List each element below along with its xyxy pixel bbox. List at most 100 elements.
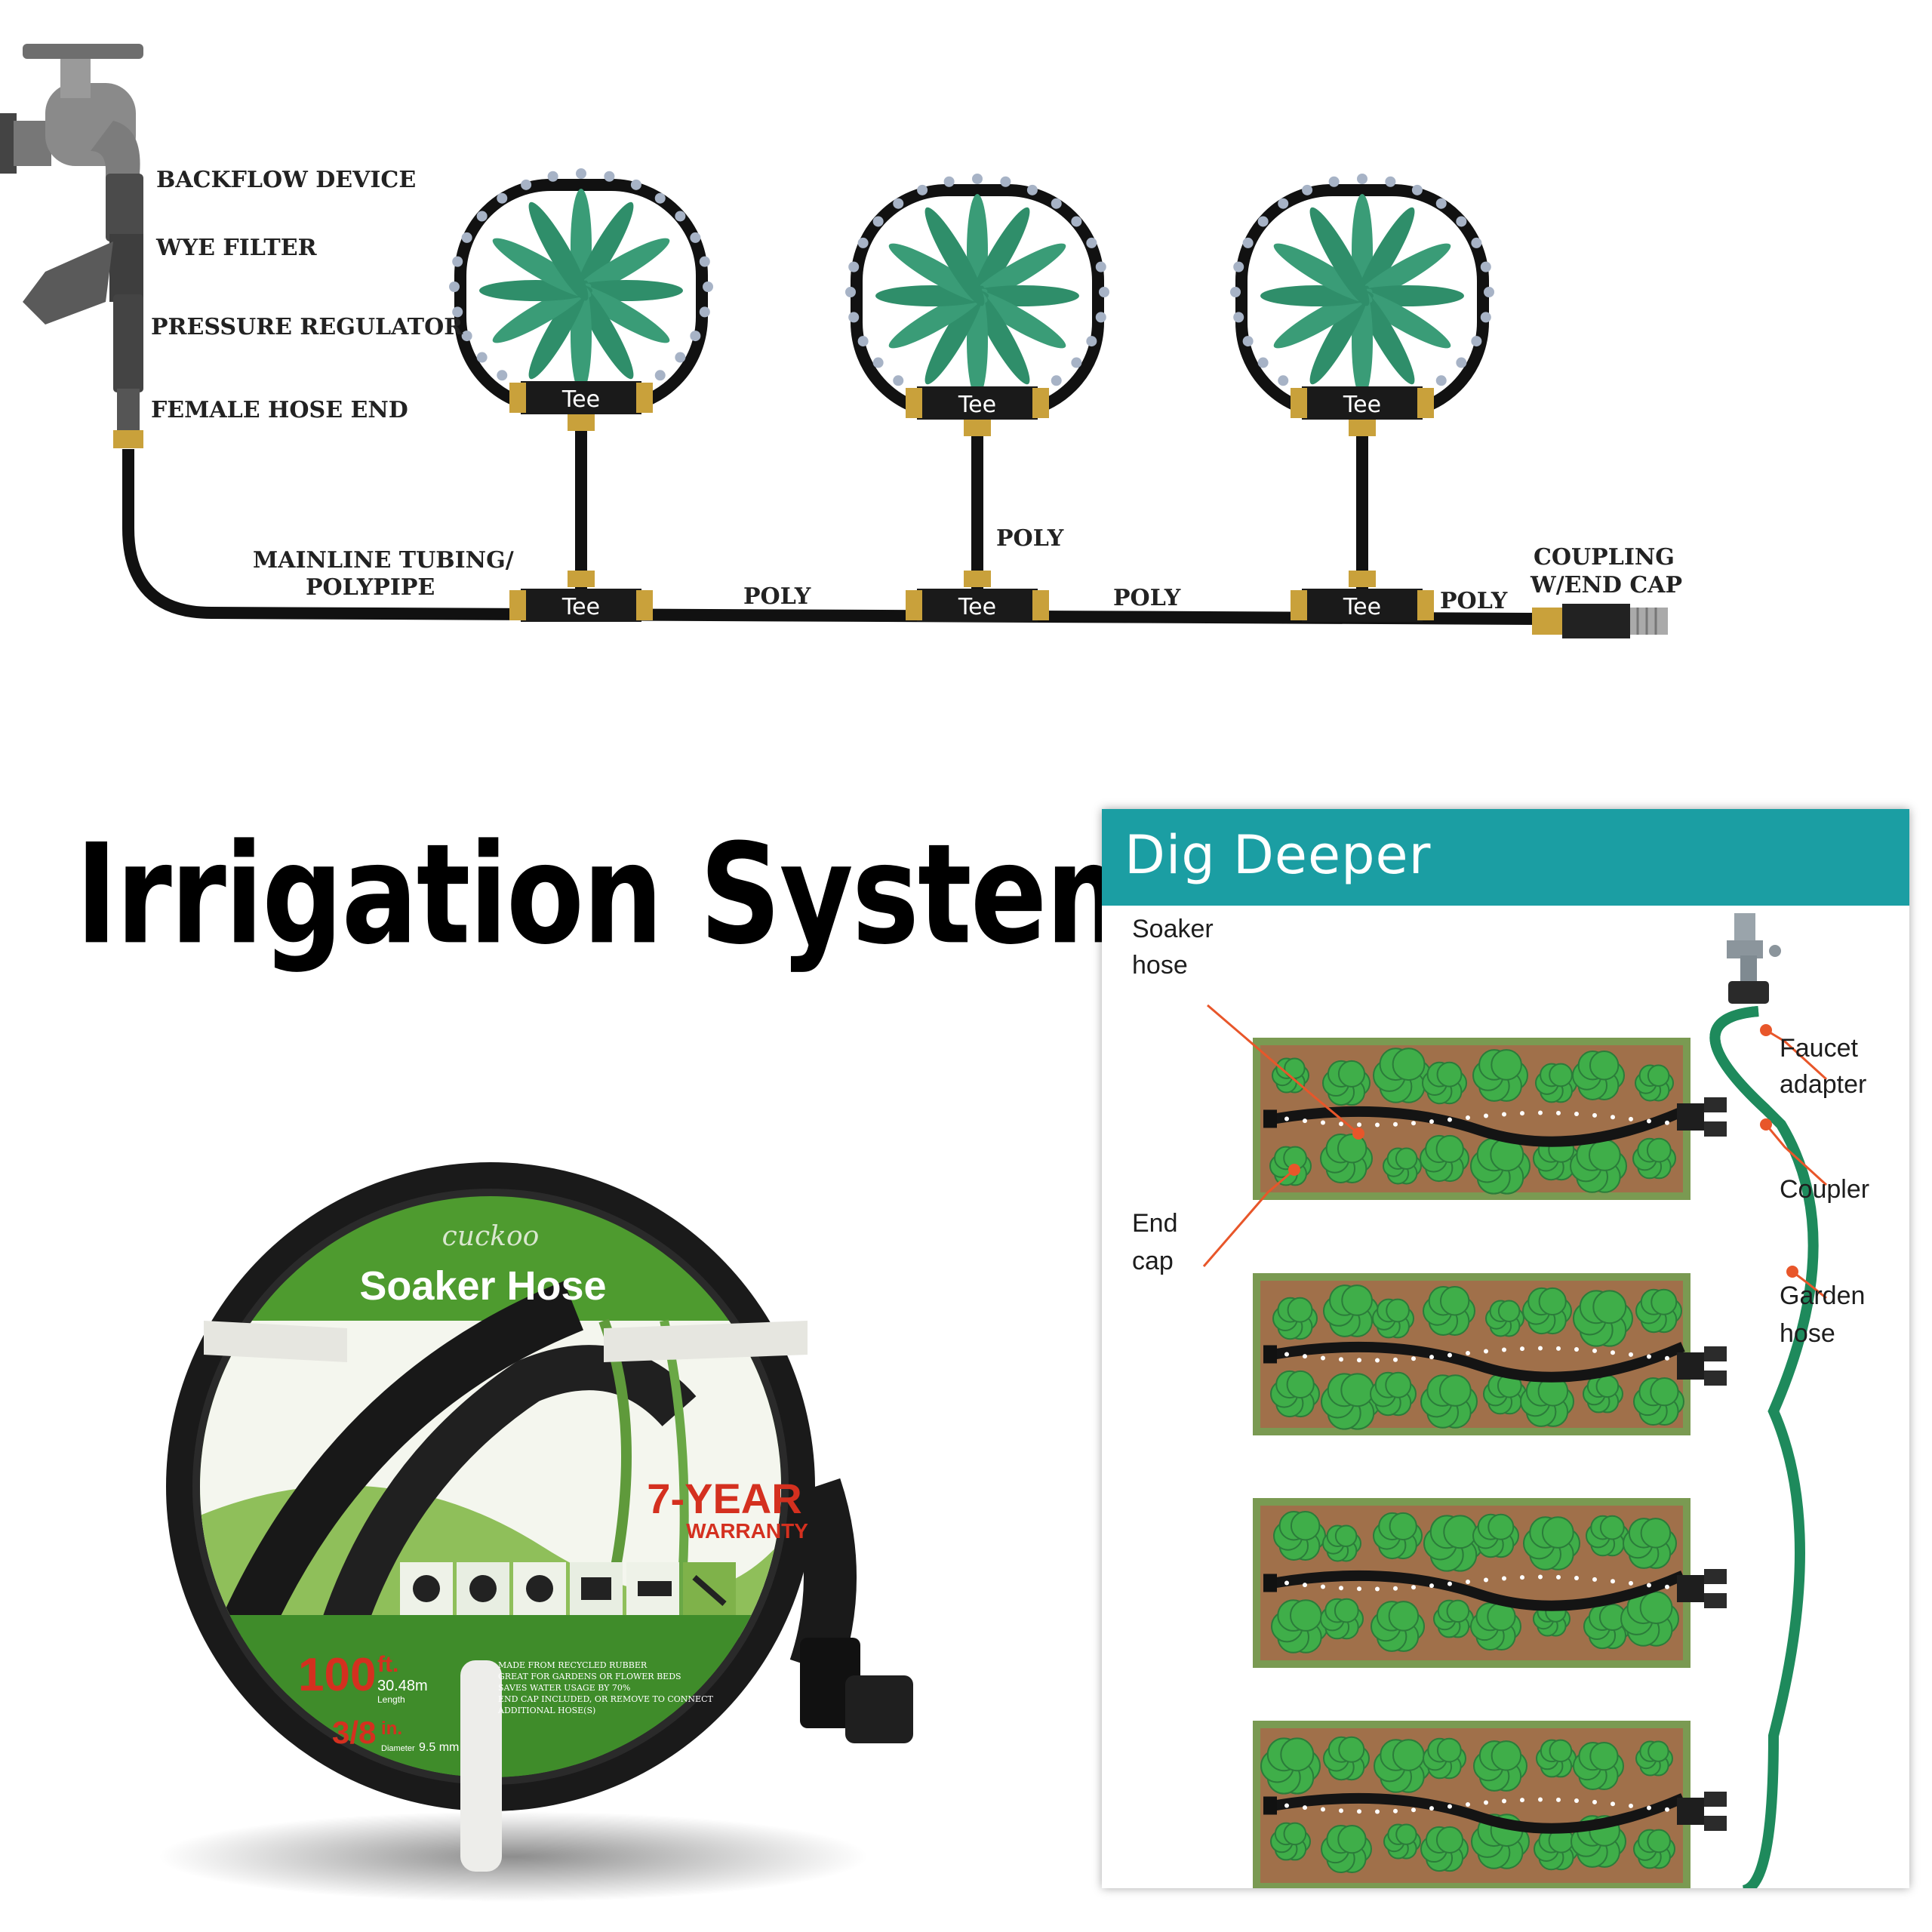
plant-icon — [1472, 1513, 1519, 1558]
dig-deeper-panel: Dig Deeper — [1102, 809, 1909, 1888]
feature-3: SAVES WATER USAGE BY 70% — [498, 1683, 630, 1693]
plant-icon — [1633, 1377, 1684, 1426]
fitting-thumbnails — [400, 1562, 736, 1615]
plant-icon — [1383, 1823, 1421, 1860]
tee-top-2: Tee — [906, 386, 1049, 436]
tee-label: Tee — [561, 594, 600, 620]
mainline-tubing — [122, 449, 1540, 625]
wye-filter-icon — [23, 234, 143, 325]
pressure-regulator-icon — [113, 294, 143, 392]
plant-icon — [1573, 1290, 1633, 1347]
tee-label: Tee — [1343, 594, 1381, 620]
plant-icon — [1635, 1288, 1682, 1334]
warranty-main: 7-YEAR — [647, 1475, 801, 1522]
end-cap-icon — [1263, 1796, 1277, 1815]
plant-icon — [1323, 1284, 1380, 1337]
plant-icon — [875, 194, 1079, 398]
label-faucet-1: Faucet — [1780, 1034, 1858, 1063]
plant-icon — [1321, 1373, 1381, 1430]
label-mainline-2: POLYPIPE — [306, 574, 435, 601]
label-poly-riser: POLY — [996, 525, 1064, 552]
coupler-icon — [1677, 1792, 1727, 1831]
tee-top-3: Tee — [1291, 386, 1434, 436]
strap-bottom — [460, 1660, 502, 1872]
plant-icon — [1370, 1371, 1417, 1417]
callout-dots — [1288, 1024, 1798, 1278]
feature-5: ADDITIONAL HOSE(S) — [497, 1706, 595, 1715]
plant-icon — [1632, 1137, 1676, 1180]
faucet-adapter-icon — [1727, 913, 1781, 1004]
plant-icon — [1583, 1374, 1624, 1414]
garden-hose — [1709, 1006, 1819, 1888]
plant-icon — [1420, 1374, 1478, 1429]
tee-label: Tee — [1343, 392, 1381, 418]
garden-bed-3 — [1253, 1498, 1690, 1668]
length-caption: Length — [377, 1694, 405, 1705]
plant-icon — [1374, 1739, 1431, 1793]
label-mainline-1: MAINLINE TUBING/ — [253, 547, 514, 574]
plant-icon — [1423, 1286, 1475, 1336]
plant-icon — [1322, 1060, 1371, 1106]
plant-icon — [1485, 1300, 1524, 1337]
end-cap-icon — [1263, 1574, 1277, 1592]
plant-icon — [1470, 1137, 1531, 1195]
label-female-hose-end: FEMALE HOSE END — [151, 397, 408, 423]
plant-icon — [1320, 1598, 1364, 1640]
backflow-device-icon — [106, 174, 143, 242]
label-end-cap-1: End — [1132, 1209, 1178, 1238]
label-soaker-2: hose — [1132, 951, 1188, 980]
strap-left — [204, 1321, 347, 1362]
product-shadow — [158, 1811, 868, 1902]
label-backflow-device: BACKFLOW DEVICE — [156, 167, 416, 193]
label-wye-filter: WYE FILTER — [155, 235, 318, 261]
plant-icon — [1422, 1061, 1467, 1105]
feature-2: GREAT FOR GARDENS OR FLOWER BEDS — [498, 1672, 681, 1681]
label-end-cap-2: cap — [1132, 1247, 1174, 1275]
female-hose-end-icon — [113, 389, 143, 448]
diameter-unit: in. — [381, 1718, 402, 1739]
plant-icon — [1635, 1740, 1673, 1777]
tee-label: Tee — [958, 392, 996, 418]
label-pressure-regulator: PRESSURE REGULATOR — [151, 314, 463, 340]
plant-icon — [1472, 1049, 1529, 1102]
plant-icon — [1270, 1370, 1320, 1418]
plant-icon — [1523, 1516, 1581, 1571]
plant-icon — [1623, 1518, 1677, 1569]
tee-label: Tee — [561, 386, 600, 413]
diameter-caption: Diameter — [381, 1744, 415, 1753]
plant-icon — [1573, 1741, 1624, 1791]
diameter-metric: 9.5 mm — [419, 1741, 459, 1754]
plant-icon — [1620, 1591, 1679, 1647]
faucet-icon — [0, 44, 143, 189]
plant-icon — [1273, 1511, 1326, 1561]
plant-icon — [1372, 1298, 1414, 1339]
soaker-layout-diagram: Soaker hose End cap Faucet adapter Coupl… — [1132, 913, 1869, 1888]
plant-icon — [1423, 1737, 1467, 1780]
plant-icon — [1536, 1739, 1577, 1778]
soaker-hose-line — [1272, 1792, 1685, 1834]
plant-icon — [1420, 1134, 1469, 1183]
plant-icon — [1535, 1063, 1578, 1103]
soaker-hose-line — [1272, 1106, 1685, 1147]
end-cap-icon — [1263, 1345, 1277, 1364]
plant-icon — [1271, 1599, 1328, 1654]
plant-icon — [1323, 1736, 1370, 1781]
plant-icon — [1260, 1737, 1321, 1795]
plant-icon — [1470, 1601, 1521, 1651]
page-title: Irrigation System — [75, 815, 1164, 976]
plant-icon — [1371, 1601, 1425, 1652]
brand-logo: cuckoo — [442, 1221, 540, 1252]
length-value: 100 — [298, 1649, 376, 1701]
plant-icon — [479, 189, 683, 392]
label-garden-1: Garden — [1780, 1281, 1865, 1310]
warranty-sub: WARRANTY — [686, 1519, 808, 1543]
plant-icon — [1420, 1826, 1469, 1872]
soaker-hose-line — [1272, 1341, 1685, 1383]
label-coupling-2: W/END CAP — [1530, 572, 1682, 598]
label-faucet-2: adapter — [1780, 1070, 1866, 1099]
strap-right — [604, 1321, 808, 1362]
